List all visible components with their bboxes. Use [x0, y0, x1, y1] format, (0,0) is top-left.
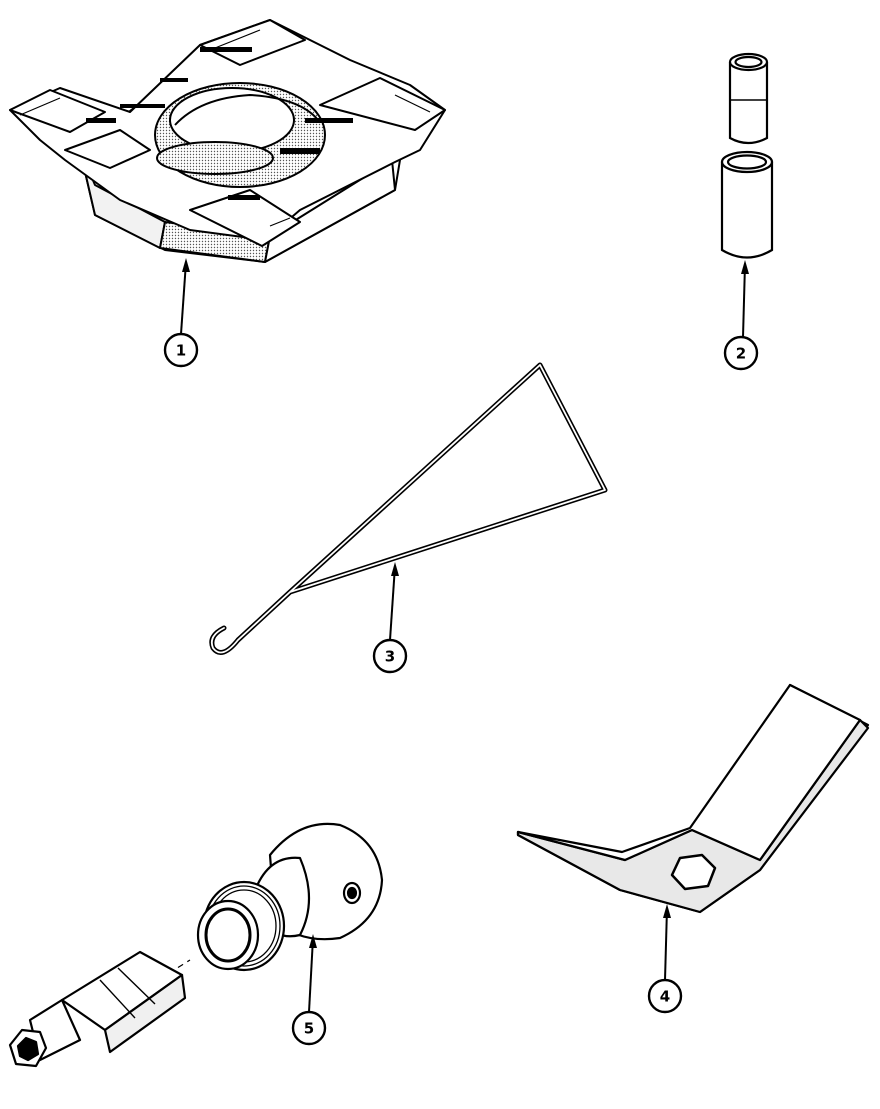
callout-1: 1	[163, 258, 199, 368]
callout-2-label: 2	[736, 345, 746, 363]
callout-1-label: 1	[176, 342, 186, 360]
callout-4-label: 4	[660, 988, 670, 1006]
callout-5-label: 5	[304, 1020, 314, 1038]
part-2-sleeves	[720, 52, 774, 259]
callout-3-label: 3	[385, 648, 395, 666]
part-5-socket-bit	[8, 822, 384, 1068]
callout-3: 3	[372, 562, 408, 674]
part-1-gauge-template	[9, 19, 446, 263]
callout-5: 5	[291, 934, 327, 1046]
part-4-plate-wrench	[516, 683, 870, 914]
callout-4: 4	[647, 904, 683, 1014]
part-3-wire-hook-inner	[210, 364, 606, 654]
callout-2: 2	[723, 260, 759, 371]
